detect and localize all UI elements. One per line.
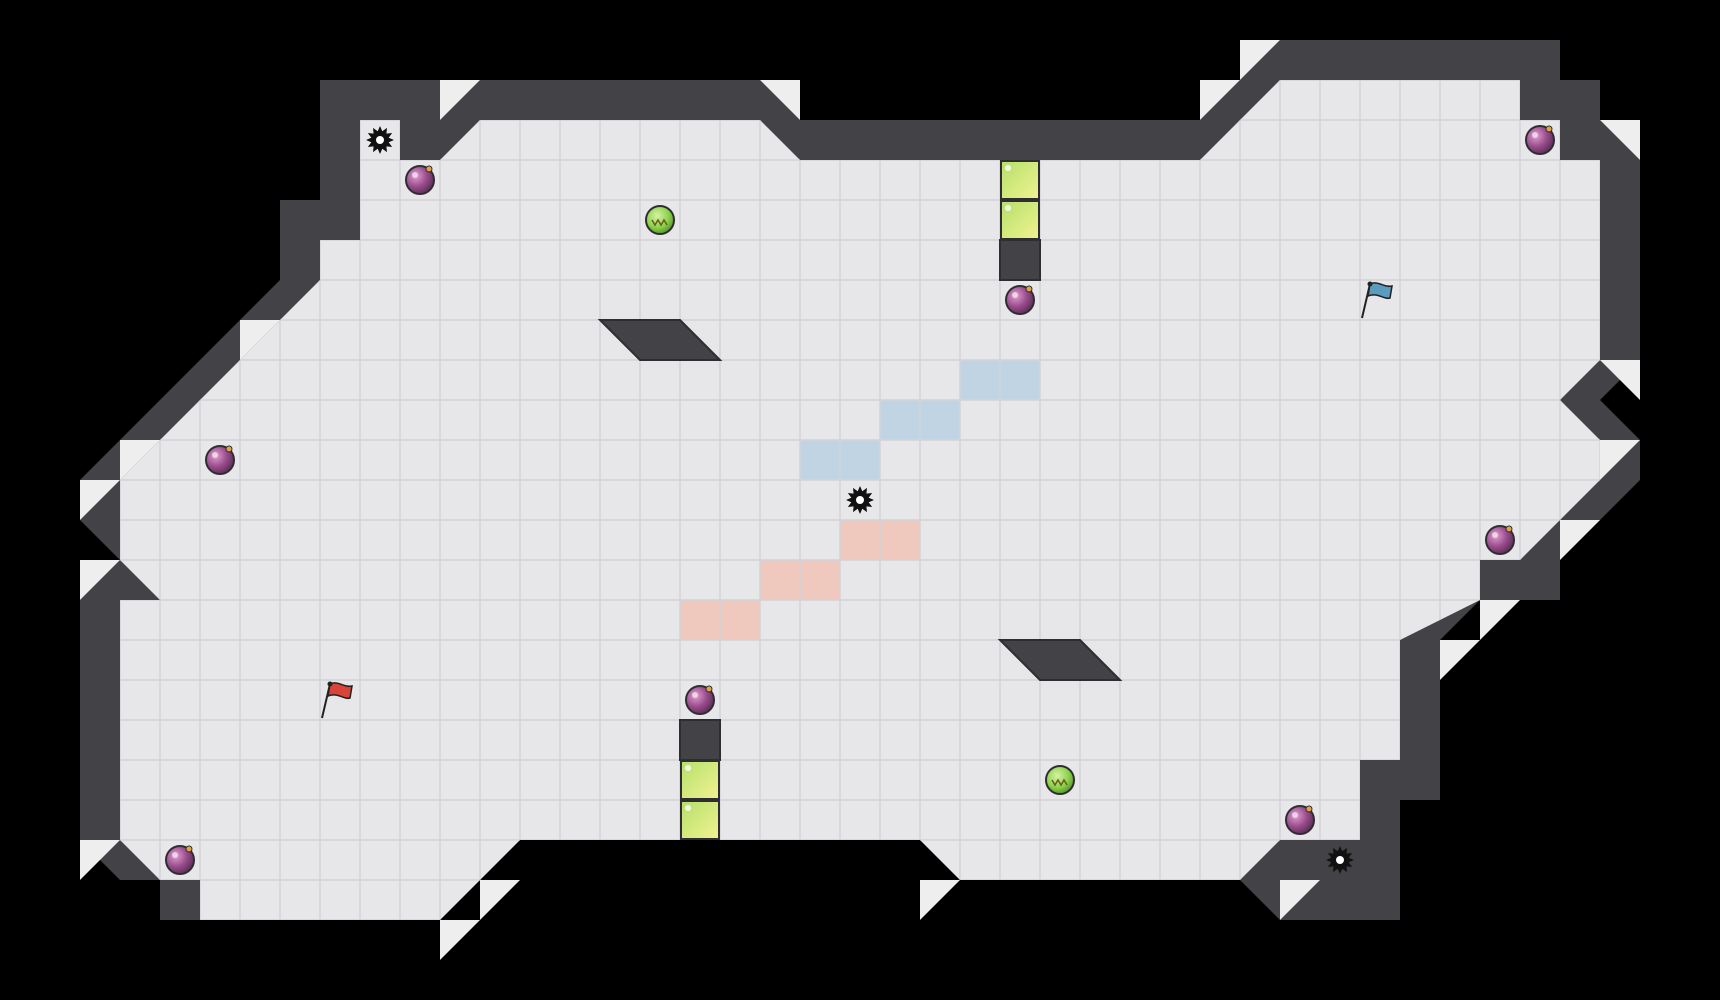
bomb-icon — [685, 685, 715, 715]
gate-tile — [1000, 160, 1040, 200]
bomb-icon — [1005, 285, 1035, 315]
spike-icon — [366, 126, 394, 154]
wall-block — [679, 719, 721, 761]
wall-highlights — [80, 40, 1640, 960]
boost-icon — [645, 205, 675, 235]
blue-flag-icon — [1361, 281, 1393, 319]
bomb-icon — [1485, 525, 1515, 555]
gate-tile — [1000, 200, 1040, 240]
gate-tile — [680, 800, 720, 840]
bomb-icon — [1285, 805, 1315, 835]
boost-icon — [1045, 765, 1075, 795]
red-flag-icon — [321, 681, 353, 719]
spike-icon — [846, 486, 874, 514]
wall-block — [999, 239, 1041, 281]
bomb-icon — [1525, 125, 1555, 155]
diagonal-wall — [997, 639, 1123, 681]
bomb-icon — [405, 165, 435, 195]
diagonal-wall — [597, 319, 723, 361]
gate-tile — [680, 760, 720, 800]
bomb-icon — [165, 845, 195, 875]
spike-icon — [1326, 846, 1354, 874]
bomb-icon — [205, 445, 235, 475]
